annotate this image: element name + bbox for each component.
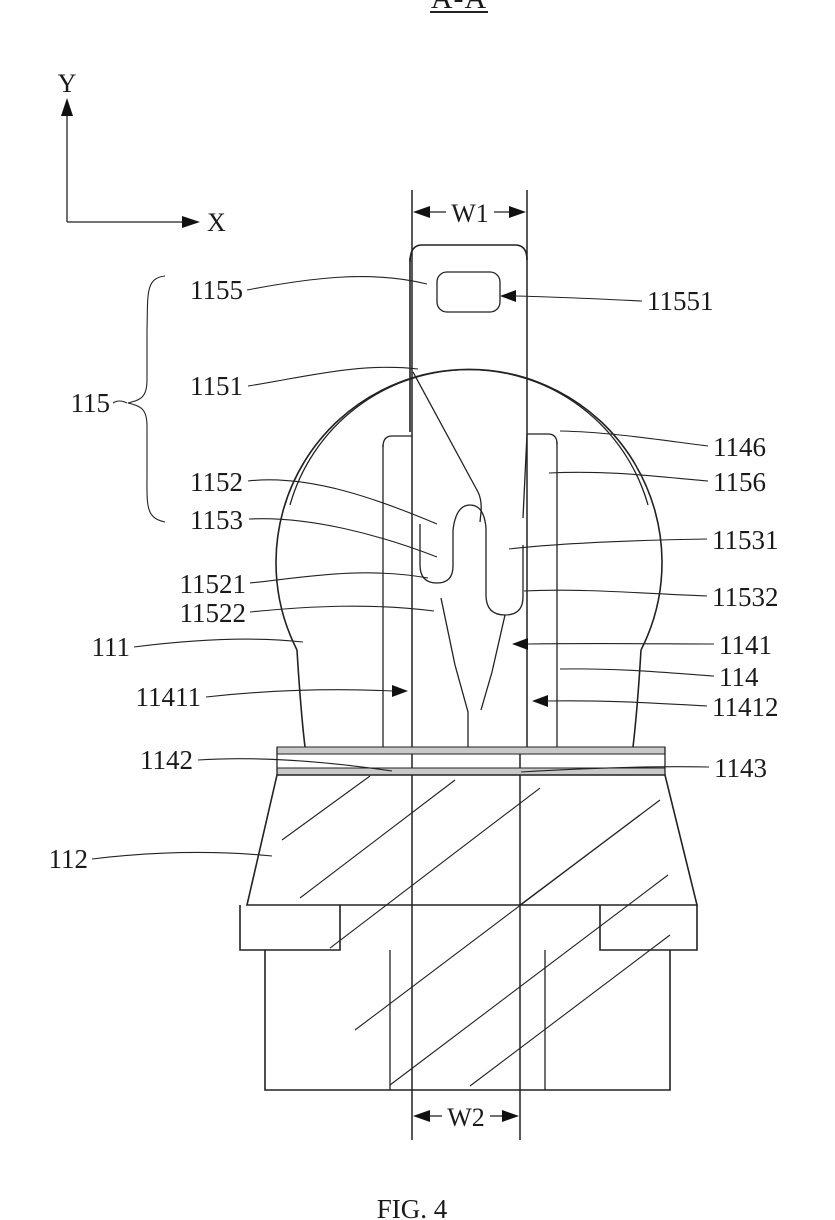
leader-1141-arrow-icon (512, 638, 528, 650)
leader-11531 (508, 538, 708, 550)
claw-right-finger (485, 528, 524, 616)
section-title-group: A-A (430, 0, 488, 15)
drawing (239, 244, 699, 1091)
w1-label: W1 (451, 199, 489, 228)
leader-111 (133, 638, 304, 648)
body-right-taper (632, 649, 642, 748)
hatch-line (329, 787, 541, 949)
hatch-line (519, 799, 661, 906)
labels-left: 1155 1151 115 1152 1153 11521 11522 111 … (49, 275, 247, 874)
label-1142: 1142 (140, 745, 193, 775)
flange-band-lower (276, 767, 666, 776)
label-114: 114 (719, 662, 759, 692)
left-wall-top (382, 435, 412, 448)
housing (239, 774, 699, 1091)
leader-114 (559, 668, 715, 677)
leader-11411-arrow-icon (392, 685, 408, 697)
leader-11521 (249, 572, 429, 584)
claw-stem-right (480, 614, 506, 711)
label-112: 112 (49, 844, 89, 874)
rod-lower-taper (412, 371, 482, 523)
housing-left-foot (239, 905, 341, 951)
x-axis-arrow-icon (182, 216, 200, 228)
label-11532: 11532 (712, 582, 779, 612)
label-11522: 11522 (180, 598, 247, 628)
label-11531: 11531 (712, 525, 779, 555)
label-1141: 1141 (719, 630, 772, 660)
leader-1143 (520, 766, 710, 773)
y-axis-label: Y (58, 69, 77, 98)
y-axis-arrow-icon (61, 98, 73, 116)
w1-left-arrow-icon (413, 206, 430, 218)
rod (409, 244, 528, 523)
leader-1153 (248, 518, 438, 558)
label-11411: 11411 (136, 682, 202, 712)
rod-window-11551 (436, 271, 501, 313)
body-left-taper (296, 649, 306, 748)
label-11521: 11521 (180, 569, 247, 599)
leader-11411 (205, 689, 394, 698)
label-111: 111 (92, 632, 131, 662)
leader-1156 (548, 471, 709, 482)
w2-left-arrow-icon (413, 1110, 430, 1122)
claw-notch (452, 504, 487, 531)
flange-bands (276, 746, 666, 776)
label-1151: 1151 (190, 371, 243, 401)
hatching (281, 775, 671, 1087)
label-115: 115 (71, 388, 111, 418)
right-wall-top (527, 433, 558, 445)
dome-outer-arc (275, 368, 663, 651)
dome-inner-arc (289, 368, 649, 506)
label-1156: 1156 (713, 467, 766, 497)
label-1155: 1155 (190, 275, 243, 305)
claw-stem-left (440, 597, 469, 747)
claw-detail (419, 433, 528, 747)
leader-11551-arrow-icon (500, 290, 516, 302)
w1-right-arrow-icon (509, 206, 526, 218)
label-11412: 11412 (712, 692, 779, 722)
leader-1151 (247, 366, 419, 387)
claw-right-slant (522, 433, 528, 519)
brace-115 (127, 275, 166, 523)
w2-right-arrow-icon (502, 1110, 519, 1122)
leader-112 (91, 851, 273, 860)
leader-1152 (247, 479, 438, 525)
w2-label: W2 (447, 1103, 485, 1132)
leader-115 (112, 400, 128, 404)
label-11551: 11551 (647, 286, 714, 316)
dome-shell (275, 368, 663, 748)
leaders-left (91, 275, 438, 860)
leader-11412-arrow-icon (532, 695, 548, 707)
label-1146: 1146 (713, 432, 766, 462)
leader-11412 (547, 700, 708, 707)
hatch-line (299, 779, 456, 899)
inner-walls (382, 433, 558, 747)
leader-11532 (523, 589, 708, 597)
coordinate-axes: Y X (58, 69, 226, 237)
claw-left-finger (419, 524, 454, 584)
leader-11522 (249, 605, 435, 613)
label-1153: 1153 (190, 505, 243, 535)
housing-lower-block (264, 950, 671, 1091)
x-axis-label: X (207, 208, 226, 237)
rod-top-edge (409, 244, 528, 263)
centerlines (411, 190, 528, 1140)
leader-1146 (559, 430, 709, 447)
dimension-w2: W2 (413, 1103, 519, 1132)
leader-1142 (197, 758, 393, 772)
label-1143: 1143 (714, 753, 767, 783)
labels-right: 11551 1146 1156 11531 11532 1141 114 114… (647, 286, 779, 783)
dimension-w1: W1 (413, 199, 526, 228)
figure-caption: FIG. 4 (377, 1194, 448, 1220)
housing-right-foot (599, 905, 698, 951)
hatch-line (389, 874, 669, 1086)
label-1152: 1152 (190, 467, 243, 497)
flange-band-upper (276, 746, 666, 755)
leader-11551 (515, 295, 643, 302)
leaders-right (500, 290, 715, 773)
hatch-line (469, 934, 671, 1087)
leader-1155 (246, 276, 428, 291)
hatch-line (281, 775, 371, 841)
